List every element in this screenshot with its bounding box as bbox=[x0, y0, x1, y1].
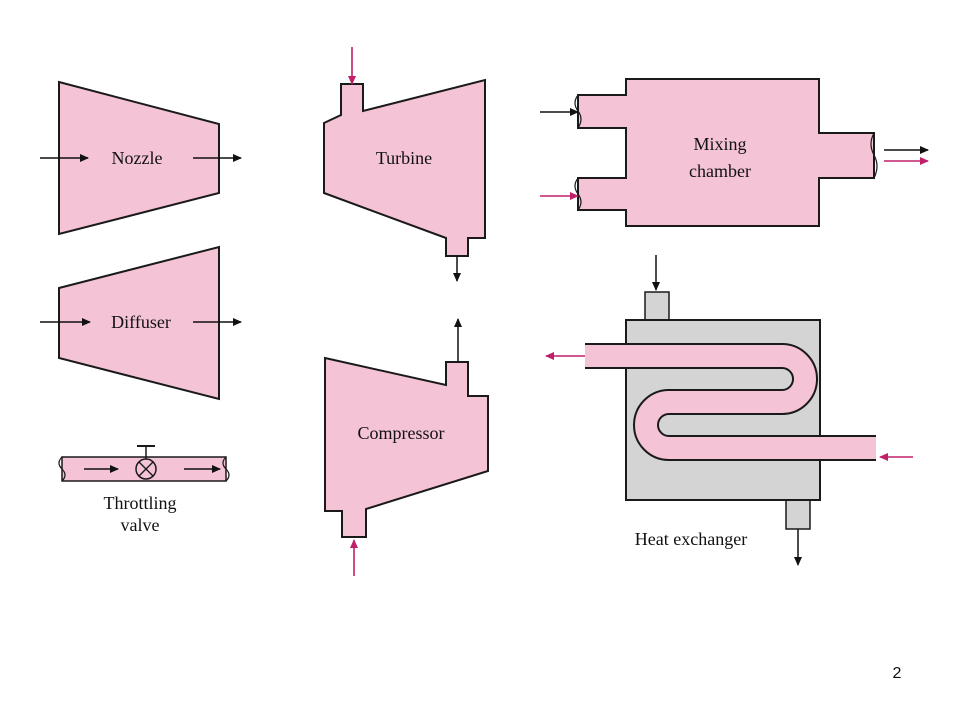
shell-outlet-nozzle bbox=[785, 498, 811, 530]
nozzle-label: Nozzle bbox=[112, 148, 163, 168]
diffuser-body bbox=[58, 245, 220, 401]
turbine-body bbox=[323, 78, 486, 257]
pipe-break-right bbox=[222, 456, 230, 482]
nozzle-body bbox=[58, 80, 220, 236]
heat-exchanger-label: Heat exchanger bbox=[635, 529, 747, 549]
hx-tube bbox=[585, 345, 876, 459]
nozzle: Nozzle bbox=[40, 80, 242, 236]
pipe-break-left bbox=[58, 456, 66, 482]
page-number: 2 bbox=[893, 665, 902, 682]
diffuser-label: Diffuser bbox=[111, 312, 171, 332]
mixing-chamber: Mixing chamber bbox=[540, 78, 929, 227]
turbine: Turbine bbox=[323, 47, 486, 282]
compressor-label: Compressor bbox=[358, 423, 445, 443]
mixing-label-line2: chamber bbox=[689, 161, 751, 181]
throttling-label-line1: Throttling bbox=[104, 493, 177, 513]
valve-cross-b bbox=[138, 461, 154, 477]
turbine-label: Turbine bbox=[376, 148, 432, 168]
mixing-chamber-body bbox=[577, 78, 875, 227]
heat-exchanger: Heat exchanger bbox=[545, 255, 913, 566]
mixing-label-line1: Mixing bbox=[693, 134, 746, 154]
throttling-label-line2: valve bbox=[121, 515, 160, 535]
throttling-valve: Throttling valve bbox=[58, 445, 230, 535]
compressor-body bbox=[324, 356, 489, 538]
diffuser: Diffuser bbox=[40, 245, 242, 401]
shell-inlet-nozzle bbox=[644, 291, 670, 323]
outlet-pipe-break bbox=[870, 132, 878, 179]
compressor: Compressor bbox=[324, 318, 489, 576]
